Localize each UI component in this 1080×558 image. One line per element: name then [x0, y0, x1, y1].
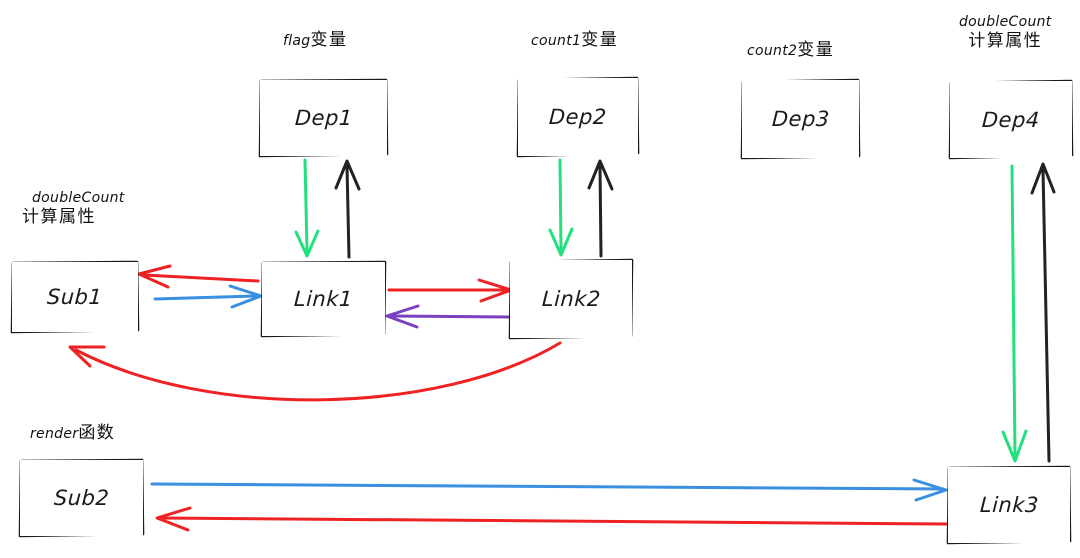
node-dep3-label: Dep3 [770, 107, 831, 131]
caption-dep3-en: count2 [747, 43, 798, 59]
node-link2-label: Link2 [540, 287, 602, 311]
edge-dep1-to-link1 [294, 158, 320, 258]
caption-dep1-zh: 变量 [310, 30, 348, 50]
caption-sub1: doubleCount 计算属性 [22, 190, 125, 228]
node-link2[interactable]: Link2 [510, 260, 632, 338]
caption-dep4-zh: 计算属性 [968, 31, 1043, 52]
node-link1-label: Link1 [293, 287, 354, 311]
edge-dep2-to-link2 [548, 158, 574, 257]
node-sub2-label: Sub2 [53, 486, 110, 510]
edge-sub1-to-link1 [153, 284, 263, 309]
node-link1[interactable]: Link1 [262, 262, 385, 336]
node-dep2-label: Dep2 [548, 105, 608, 129]
edge-sub2-to-link3 [150, 478, 948, 502]
node-link3[interactable]: Link3 [948, 467, 1070, 543]
node-sub1-label: Sub1 [46, 285, 104, 309]
node-dep1-label: Dep1 [293, 106, 354, 130]
edge-link3-to-dep4 [1030, 162, 1056, 463]
caption-dep3: count2变量 [747, 40, 834, 61]
caption-dep1: flag变量 [283, 30, 347, 51]
edge-link2-to-dep2 [587, 159, 614, 258]
edge-link1-to-link2 [387, 278, 513, 303]
caption-dep2-zh: 变量 [581, 30, 619, 50]
node-dep4-label: Dep4 [981, 107, 1041, 132]
node-dep1[interactable]: Dep1 [260, 80, 387, 156]
node-link3-label: Link3 [978, 493, 1040, 517]
edge-dep4-to-link3 [1001, 164, 1028, 463]
edge-link3-to-sub2 [155, 506, 948, 532]
caption-sub1-zh: 计算属性 [22, 207, 96, 228]
caption-sub2-zh: 函数 [78, 423, 116, 443]
caption-dep1-en: flag [283, 33, 311, 49]
node-dep3[interactable]: Dep3 [742, 80, 859, 158]
caption-dep2-en: count1 [531, 33, 582, 49]
node-dep4[interactable]: Dep4 [950, 81, 1072, 158]
caption-sub1-en: doubleCount [32, 190, 125, 206]
node-dep2[interactable]: Dep2 [518, 78, 638, 156]
caption-dep2: count1变量 [531, 30, 618, 51]
caption-sub2: render函数 [30, 423, 115, 444]
caption-dep4: doubleCount 计算属性 [959, 14, 1052, 52]
caption-dep3-zh: 变量 [797, 40, 835, 60]
node-sub2[interactable]: Sub2 [20, 460, 143, 536]
node-sub1[interactable]: Sub1 [12, 262, 138, 332]
caption-sub2-en: render [30, 426, 79, 442]
edge-link2-to-link1 [385, 304, 511, 329]
edge-link1-to-sub1 [137, 264, 260, 289]
edge-link2-to-sub1-curve [68, 341, 562, 402]
edge-link1-to-dep1 [334, 159, 361, 259]
caption-dep4-en: doubleCount [959, 14, 1052, 30]
